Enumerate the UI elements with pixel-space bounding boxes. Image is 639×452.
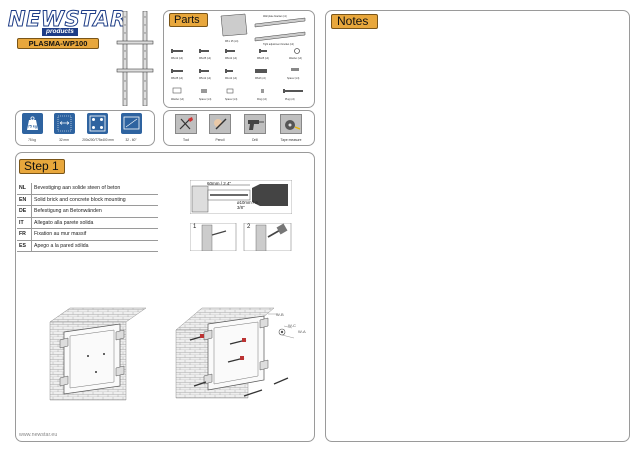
step-b-number: 2 [247,224,251,230]
svg-text:Washer (x4): Washer (x4) [171,98,184,101]
pencil-label: Pencil [215,138,225,142]
lang-text: Apego a la pared sólida [31,240,158,252]
step-a-number: 1 [193,224,197,230]
parts-illustrations: M8 x 25 (x4) Wall plate bracket (x1) Tight… [171,13,306,101]
svg-text:Washer (x4): Washer (x4) [289,57,302,60]
svg-text:M6x12 (x4): M6x12 (x4) [171,57,183,60]
svg-text:Spacer (x4): Spacer (x4) [225,98,238,101]
lang-text: Bevestiging aan solide steen of beton [31,183,158,195]
screen-size-icon [121,113,142,134]
tape-measure-icon [280,114,302,134]
lang-code: EN [17,194,32,206]
step-heading: Step 1 [19,159,65,174]
svg-text:Ring (x4): Ring (x4) [257,98,267,101]
lang-code: FR [17,228,32,241]
callout-w-b: W-B [276,312,284,317]
bracket-screws-diagram [175,307,295,399]
drill-diameter-label: ø10mm / ø 3/8" [237,200,258,210]
drill-label: Drill [252,138,258,142]
callout-w-a: W-A [298,329,306,334]
svg-text:Wall plate bracket (x1): Wall plate bracket (x1) [263,15,287,18]
brand-name: NEWSTAR [8,7,127,31]
brand-logo: NEWSTAR products [8,7,127,40]
brand-sub: products [42,28,78,36]
spec-vesa-label: 200x200/775x400 mm [82,138,114,142]
lang-text: Allegato alla parete solida [31,217,158,229]
notes-panel [325,10,630,442]
svg-text:M8x35 (x4): M8x35 (x4) [171,77,183,80]
tool-label: Tool [182,138,190,142]
spec-screen-label: 32 - 60" [125,138,137,142]
svg-text:M6x35 (x4): M6x35 (x4) [199,57,211,60]
plug-insert-diagram [190,223,292,251]
spec-weight-label: 75 kg [28,138,36,142]
svg-text:Spacer (x4): Spacer (x4) [287,77,300,80]
svg-text:M8 x 25 (x4): M8 x 25 (x4) [225,40,238,43]
pencil-icon [209,114,231,134]
svg-text:Tight adjustment bracket (x2): Tight adjustment bracket (x2) [263,43,294,46]
parts-heading: Parts [169,13,208,27]
screwdriver-icon [175,114,197,134]
drill-icon [244,114,266,134]
lang-code: DE [17,205,32,218]
svg-text:M5x12 (x4): M5x12 (x4) [199,77,211,80]
svg-text:Plug (x4): Plug (x4) [285,98,295,101]
lang-text: Befestigung an Betonwänden [31,205,158,218]
drill-depth-label: 60mm / 2.4" [207,181,232,186]
svg-text:M8x12 (x4): M8x12 (x4) [225,57,237,60]
svg-text:M4x12 (x4): M4x12 (x4) [225,77,237,80]
footer-url[interactable]: www.newstar.eu [19,432,58,438]
spec-depth-label: 32 mm [59,138,69,142]
lang-text: Solid brick and concrete block mounting [31,194,158,206]
weight-tile-text: 75 kg [28,125,37,129]
drill-depth-diagram [190,180,292,214]
svg-text:M6x8 (x4): M6x8 (x4) [255,77,266,80]
weight-icon: 75 kg [22,113,43,134]
notes-heading: Notes [331,14,378,29]
svg-text:M8x25 (x4): M8x25 (x4) [257,57,269,60]
lang-text: Fixation au mur massif [31,228,158,241]
svg-text:Spacer (x4): Spacer (x4) [199,98,212,101]
lang-code: ES [17,240,32,252]
bracket-wall-diagram [49,307,147,401]
vesa-icon [87,113,108,134]
depth-icon [54,113,75,134]
callout-w-c: W-C [288,323,296,328]
bracket-illustration [116,11,154,106]
lang-code: NL [17,183,32,195]
lang-code: IT [17,217,32,229]
tape-measure-label: Tape measure [280,138,302,142]
model-label: PLASMA-WP100 [17,38,99,49]
